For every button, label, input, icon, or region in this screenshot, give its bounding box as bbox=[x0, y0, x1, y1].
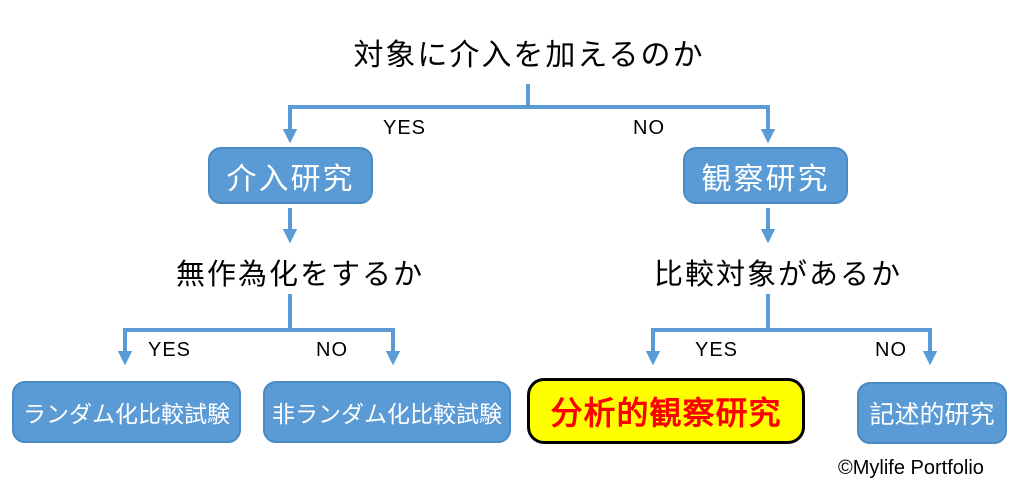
level1-no-label: NO bbox=[633, 117, 665, 139]
copyright-label: ©Mylife Portfolio bbox=[838, 457, 984, 479]
root-question-label: 対象に介入を加えるのか bbox=[353, 39, 705, 72]
level3-left-no-label: NO bbox=[316, 339, 348, 361]
level3-right-no-label: NO bbox=[875, 339, 907, 361]
level1-yes-label: YES bbox=[383, 117, 427, 139]
connector-level1-split bbox=[282, 105, 776, 144]
intervention-study-node: 介入研究 bbox=[208, 147, 373, 204]
level3-left-yes-label: YES bbox=[148, 339, 192, 361]
descriptive-study-node: 記述的研究 bbox=[857, 382, 1007, 444]
level3-right-yes-label: YES bbox=[695, 339, 739, 361]
randomization-question-label: 無作為化をするか bbox=[175, 259, 424, 291]
non-randomized-controlled-trial-node: 非ランダム化比較試験 bbox=[263, 381, 511, 443]
comparison-question-label: 比較対象があるか bbox=[653, 259, 902, 291]
randomized-controlled-trial-node: ランダム化比較試験 bbox=[12, 381, 241, 443]
analytical-observational-study-node: 分析的観察研究 bbox=[527, 378, 805, 444]
observation-study-node: 観察研究 bbox=[683, 147, 848, 204]
